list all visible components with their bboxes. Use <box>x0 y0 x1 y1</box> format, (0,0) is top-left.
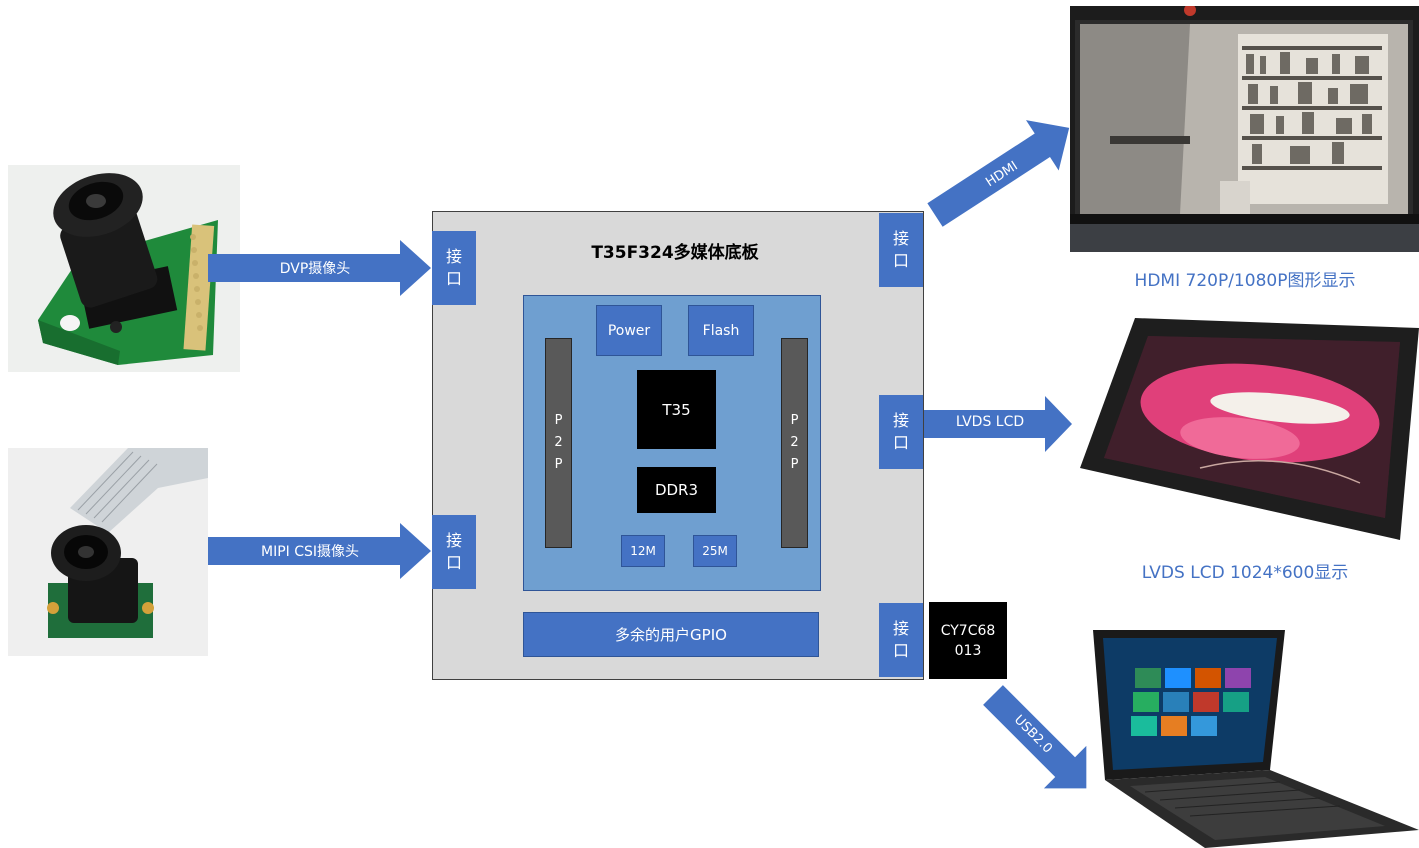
usb-arrow <box>983 685 1087 789</box>
hdmi-port: 接 口 <box>879 213 923 287</box>
oscillator-12m: 12M <box>621 535 665 567</box>
hdmi-arrow <box>927 120 1070 227</box>
flash-block: Flash <box>688 305 754 356</box>
usb-port: 接 口 <box>879 603 923 677</box>
lvds-port: 接 口 <box>879 395 923 469</box>
usb-controller-chip: CY7C68 013 <box>929 602 1007 679</box>
mipi-arrow <box>208 523 431 579</box>
hdmi-monitor-photo <box>1070 6 1419 252</box>
mipi-arrow-label: MIPI CSI摄像头 <box>260 544 360 560</box>
oscillator-25m: 25M <box>693 535 737 567</box>
lvds-arrow <box>924 396 1072 452</box>
lvds-caption: LVDS LCD 1024*600显示 <box>1141 563 1349 583</box>
dvp-arrow-label: DVP摄像头 <box>279 261 351 277</box>
laptop-photo <box>1085 630 1419 848</box>
fpga-chip: T35 <box>637 370 716 449</box>
board-title: T35F324多媒体底板 <box>591 243 759 263</box>
mipi-camera-photo <box>8 448 208 656</box>
p2p-connector-right: P 2 P <box>781 338 808 548</box>
dvp-camera-photo <box>8 165 240 372</box>
user-gpio-block: 多余的用户GPIO <box>523 612 819 657</box>
ddr3-chip: DDR3 <box>637 467 716 513</box>
dvp-arrow <box>208 240 431 296</box>
power-block: Power <box>596 305 662 356</box>
lvds-lcd-photo <box>1080 318 1419 540</box>
hdmi-caption: HDMI 720P/1080P图形显示 <box>1134 271 1356 291</box>
mipi-port: 接 口 <box>432 515 476 589</box>
lvds-arrow-label: LVDS LCD <box>955 414 1025 430</box>
dvp-port: 接 口 <box>432 231 476 305</box>
p2p-connector-left: P 2 P <box>545 338 572 548</box>
